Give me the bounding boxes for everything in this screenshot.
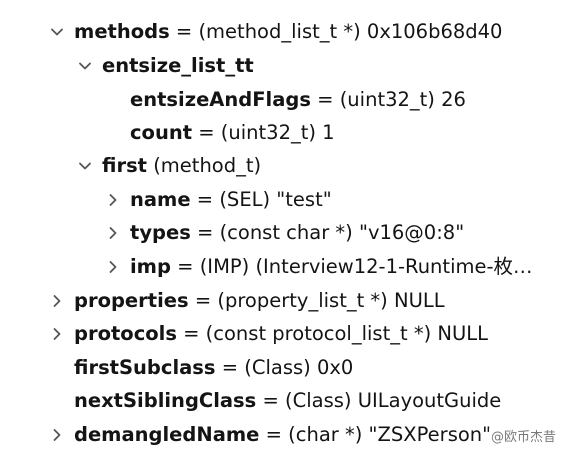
row-value: = (Class) 0x0 xyxy=(215,356,354,379)
tree-row-methods[interactable]: methods = (method_list_t *) 0x106b68d40 xyxy=(46,15,502,49)
tree-row-nextsiblingclass[interactable]: nextSiblingClass = (Class) UILayoutGuide xyxy=(46,384,501,418)
row-key: nextSiblingClass xyxy=(74,389,257,412)
row-key: name xyxy=(130,188,191,211)
row-key: entsize_list_tt xyxy=(102,54,254,77)
row-value: = (uint32_t) 1 xyxy=(192,121,335,144)
row-key: protocols xyxy=(74,322,177,345)
row-value: = (char *) "ZSXPerson" xyxy=(259,423,492,446)
tree-row-count[interactable]: count = (uint32_t) 1 xyxy=(102,116,335,150)
row-value: = (const char *) "v16@0:8" xyxy=(190,221,465,244)
tree-row-entsizeandflags[interactable]: entsizeAndFlags = (uint32_t) 26 xyxy=(102,83,466,117)
row-key: count xyxy=(130,121,193,144)
row-value: (method_t) xyxy=(147,154,262,177)
row-key: methods xyxy=(74,20,170,43)
row-key: types xyxy=(130,221,191,244)
row-value: = (const protocol_list_t *) NULL xyxy=(176,322,488,345)
chevron-down-icon[interactable] xyxy=(74,49,96,83)
tree-row-types[interactable]: types = (const char *) "v16@0:8" xyxy=(102,216,464,250)
row-key: entsizeAndFlags xyxy=(130,88,311,111)
row-key: firstSubclass xyxy=(74,356,216,379)
tree-row-name[interactable]: name = (SEL) "test" xyxy=(102,183,332,217)
chevron-right-icon[interactable] xyxy=(46,317,68,351)
tree-row-imp[interactable]: imp = (IMP) (Interview12-1-Runtime-枚… xyxy=(102,250,533,284)
row-value: = (SEL) "test" xyxy=(190,188,332,211)
chevron-right-icon[interactable] xyxy=(46,284,68,318)
tree-row-first[interactable]: first (method_t) xyxy=(74,149,261,183)
row-key: imp xyxy=(130,255,171,278)
tree-row-entsize-list-tt[interactable]: entsize_list_tt xyxy=(74,49,254,83)
tree-row-protocols[interactable]: protocols = (const protocol_list_t *) NU… xyxy=(46,317,488,351)
row-value: = (uint32_t) 26 xyxy=(310,88,466,111)
row-key: first xyxy=(102,154,147,177)
chevron-right-icon[interactable] xyxy=(102,183,124,217)
chevron-right-icon[interactable] xyxy=(46,418,68,452)
tree-row-properties[interactable]: properties = (property_list_t *) NULL xyxy=(46,284,445,318)
tree-row-demangledname[interactable]: demangledName = (char *) "ZSXPerson" xyxy=(46,418,491,452)
chevron-right-icon[interactable] xyxy=(102,250,124,284)
chevron-down-icon[interactable] xyxy=(74,149,96,183)
watermark-label: @欧币杰昔 xyxy=(488,428,558,448)
row-value: = (IMP) (Interview12-1-Runtime-枚… xyxy=(170,255,533,278)
chevron-down-icon[interactable] xyxy=(46,15,68,49)
row-key: properties xyxy=(74,289,189,312)
row-key: demangledName xyxy=(74,423,260,446)
row-value: = (Class) UILayoutGuide xyxy=(256,389,502,412)
row-value: = (method_list_t *) 0x106b68d40 xyxy=(169,20,503,43)
row-value: = (property_list_t *) NULL xyxy=(188,289,445,312)
tree-row-firstsubclass[interactable]: firstSubclass = (Class) 0x0 xyxy=(46,351,353,385)
chevron-right-icon[interactable] xyxy=(102,216,124,250)
